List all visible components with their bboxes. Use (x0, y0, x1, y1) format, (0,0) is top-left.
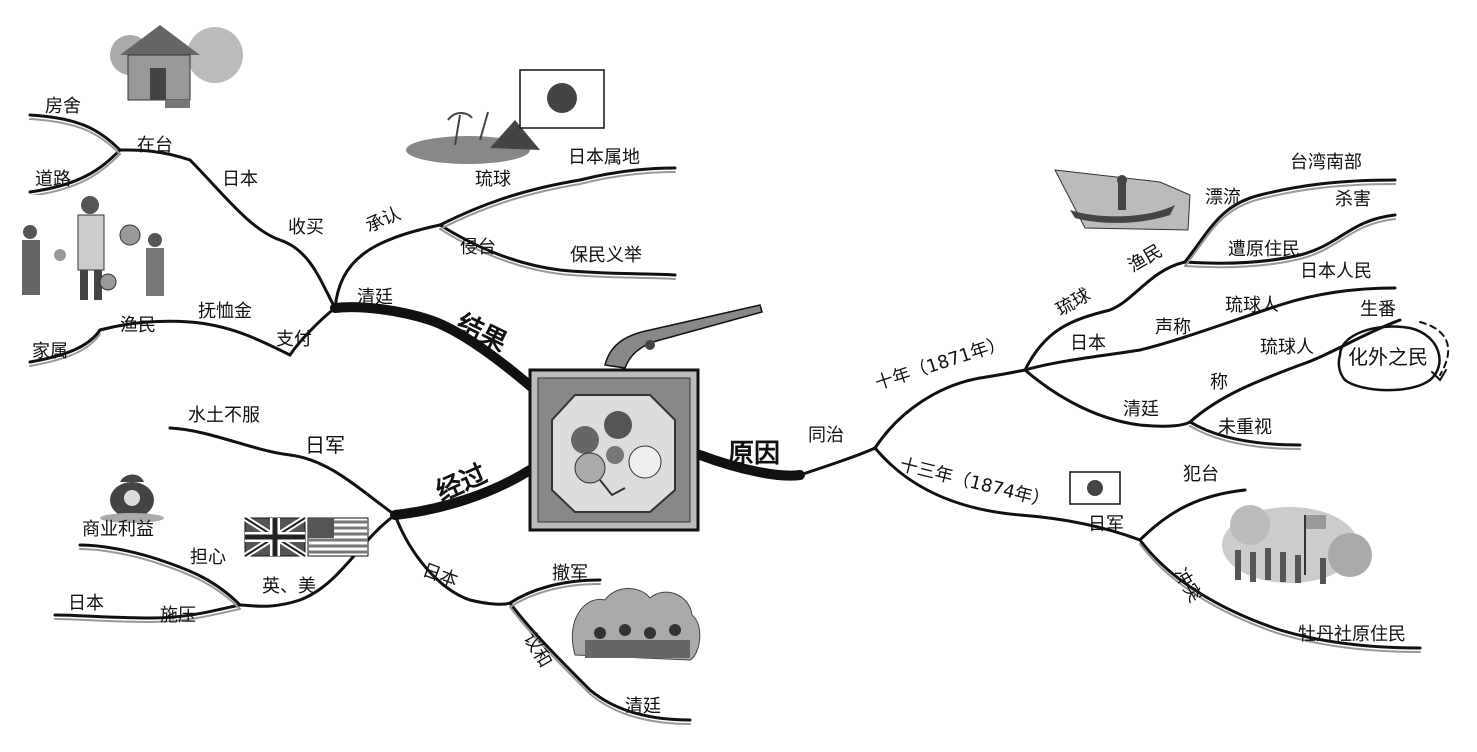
label-acclimatize: 水土不服 (188, 405, 260, 426)
label-japanese: 日本人民 (1300, 261, 1372, 282)
meeting-icon (571, 588, 701, 661)
dashed-arrow (1419, 321, 1450, 376)
label-attack-taiwan: 犯台 (1183, 464, 1219, 485)
label-drift: 漂流 (1205, 187, 1241, 208)
label-qing: 清廷 (357, 287, 393, 308)
uk-flag-icon (243, 515, 307, 559)
label-commercial: 商业利益 (82, 519, 154, 540)
label-ryukyuans: 琉球人 (1225, 295, 1279, 316)
label-claim: 声称 (1155, 317, 1191, 338)
musket-icon (604, 304, 763, 369)
label-japan-territory: 日本属地 (568, 147, 640, 168)
bribe-people-icon (18, 195, 178, 305)
label-japan4: 日本 (1070, 333, 1106, 354)
label-uk-us: 英、美 (262, 576, 316, 597)
japan-flag-icon (1069, 471, 1121, 505)
label-invade: 侵台 (460, 237, 496, 258)
label-killed: 杀害 (1335, 189, 1371, 210)
label-japan-army: 日军 (305, 433, 345, 457)
label-japan2: 日本 (68, 593, 104, 614)
japan-flag-icon (519, 69, 605, 129)
label-japan-army2: 日军 (1088, 514, 1124, 535)
label-mudan: 牡丹社原住民 (1298, 624, 1406, 645)
label-withdraw: 撤军 (552, 563, 588, 584)
fishing-boat-icon (1054, 169, 1191, 231)
branch-title-cause: 原因 (728, 439, 781, 469)
label-japan: 日本 (222, 169, 258, 190)
label-call: 称 (1210, 372, 1228, 393)
label-pressure: 施压 (160, 605, 196, 626)
label-relief-fund: 抚恤金 (198, 301, 252, 322)
label-buyout: 收买 (288, 217, 324, 238)
branch-process (390, 465, 535, 520)
house-icon (110, 25, 243, 110)
label-fishermen: 渔民 (120, 315, 156, 336)
label-worry: 担心 (190, 547, 226, 568)
outside-bubble (1337, 325, 1441, 392)
label-houses: 房舍 (45, 96, 81, 117)
branch-result (330, 302, 540, 395)
label-family: 家属 (32, 341, 68, 362)
label-in-taiwan: 在台 (137, 135, 173, 156)
island-icon (406, 111, 540, 164)
label-raw-fan: 生番 (1360, 299, 1396, 320)
label-protect: 保民义举 (570, 245, 642, 266)
label-meet-natives: 遭原住民 (1228, 239, 1300, 260)
label-ryukyuans2: 琉球人 (1260, 337, 1314, 358)
battle-troops-icon (1222, 505, 1372, 584)
center-tile (528, 368, 700, 532)
us-flag-icon (307, 517, 369, 557)
money-bag-icon (100, 474, 164, 523)
label-roads: 道路 (35, 169, 71, 190)
branch-cause (695, 450, 805, 481)
label-ryukyu: 琉球 (475, 169, 511, 190)
label-outside: 化外之民 (1348, 345, 1428, 369)
label-qing3: 清廷 (1123, 399, 1159, 420)
label-tongzhi: 同治 (808, 425, 844, 446)
label-south-taiwan: 台湾南部 (1290, 152, 1362, 173)
label-pay: 支付 (276, 329, 312, 350)
label-qing2: 清廷 (625, 696, 661, 717)
label-ignored: 未重视 (1218, 417, 1272, 438)
